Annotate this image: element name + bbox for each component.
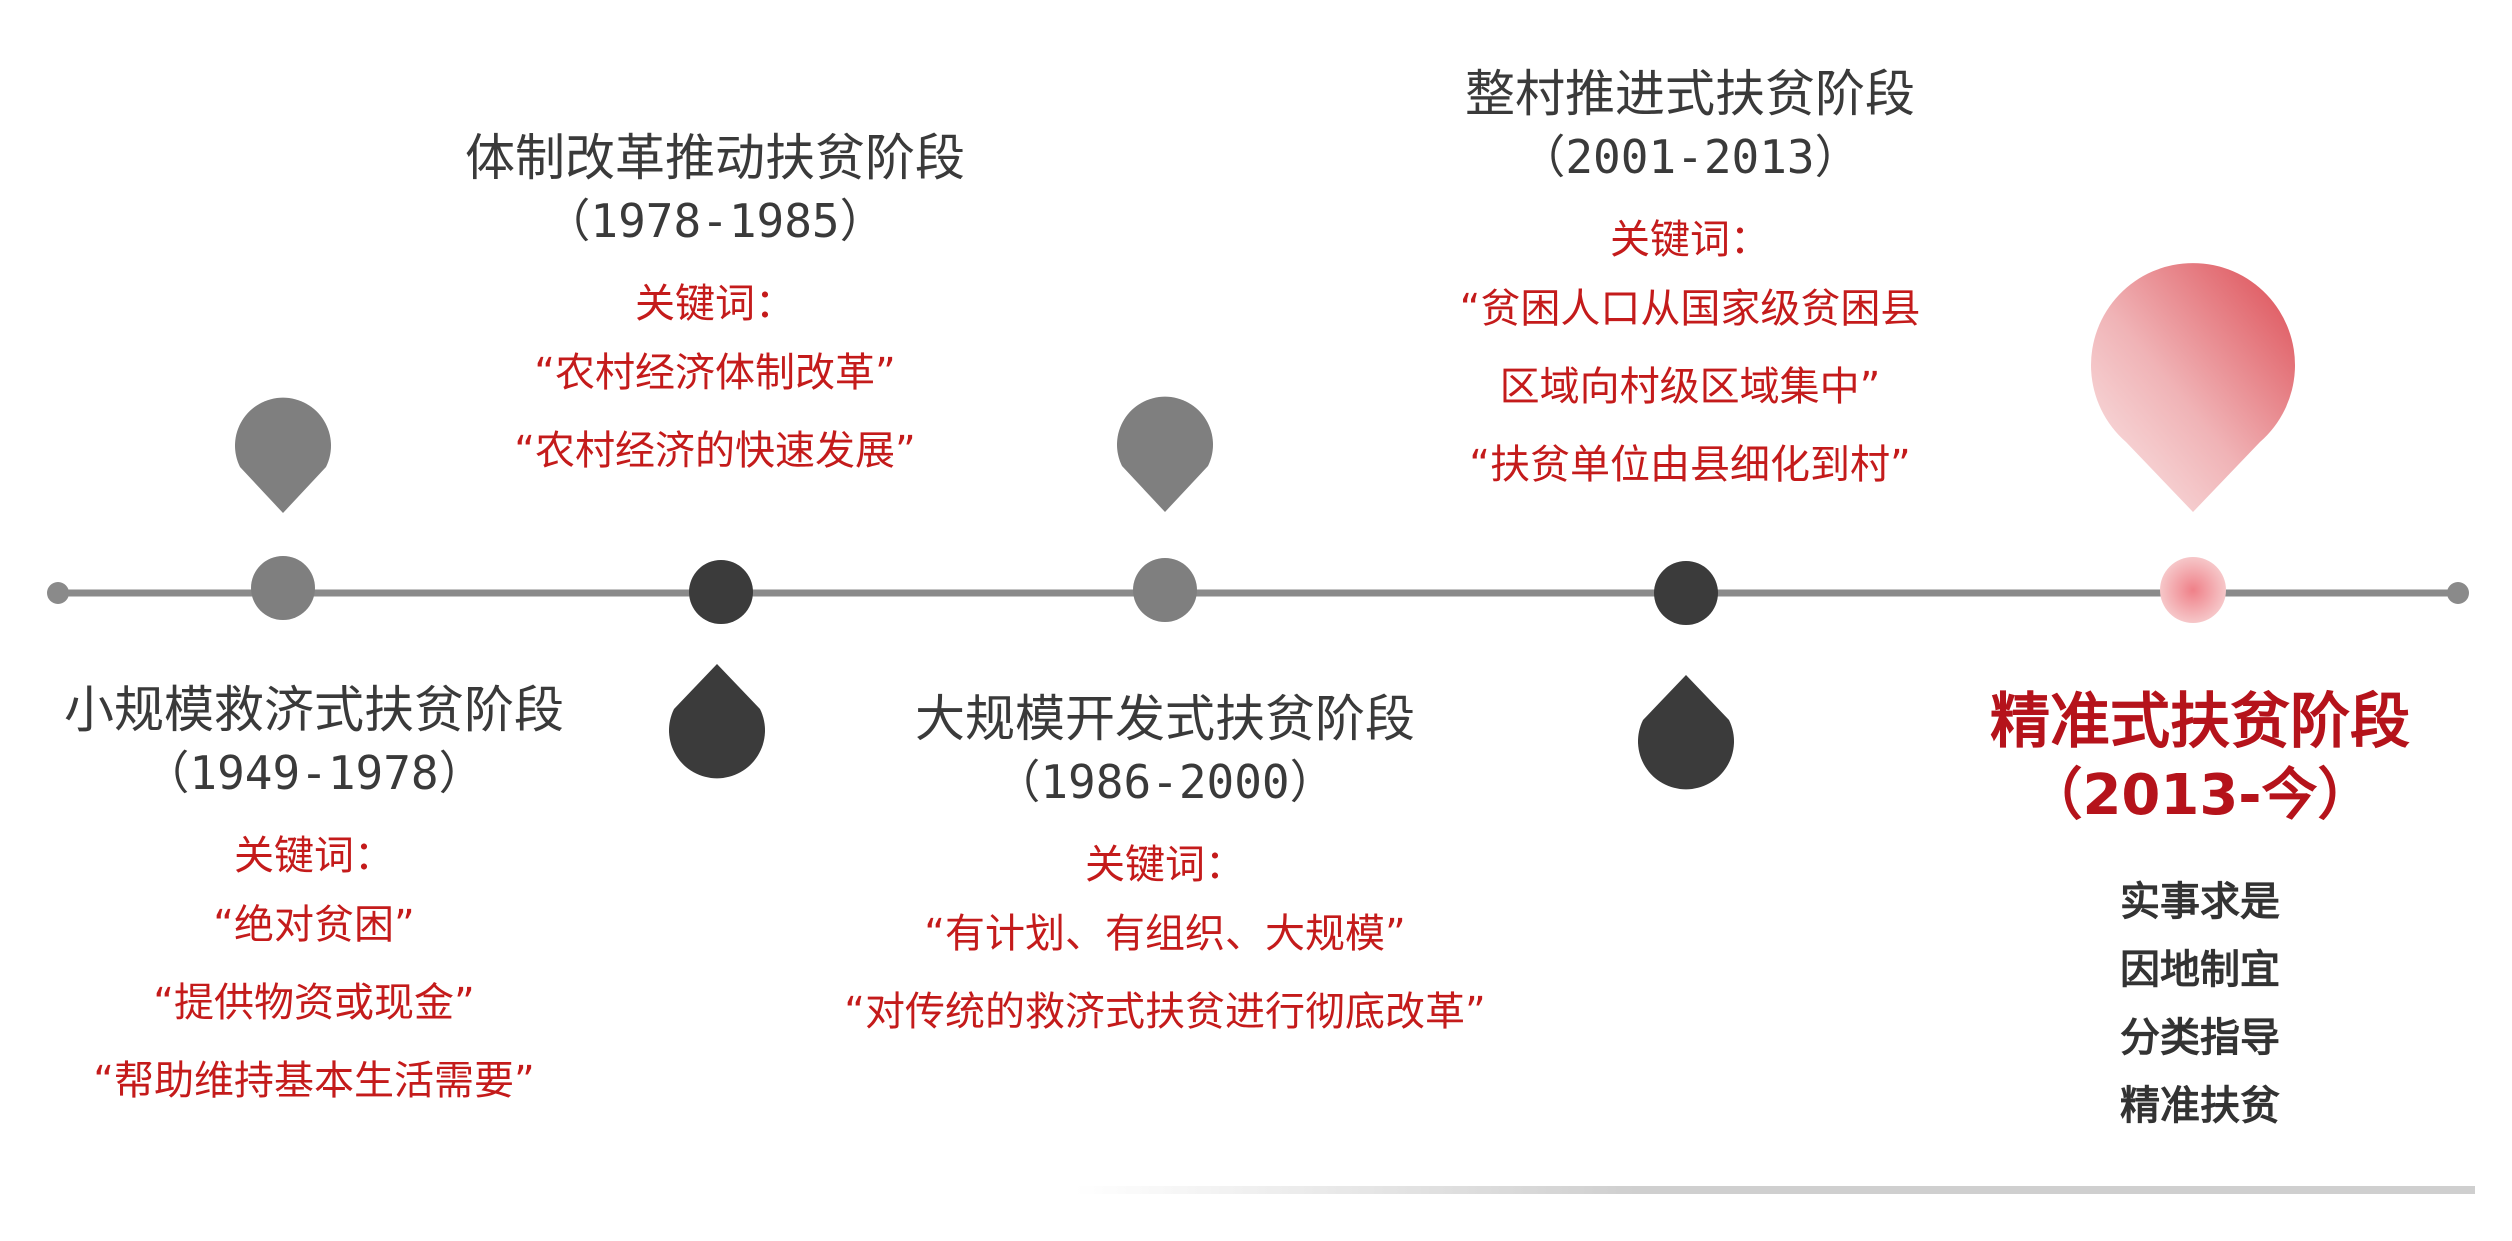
stage-1-keyword: “绝对贫困”: [213, 902, 415, 948]
stage-4: 整村推进式扶贫阶段 （2001-2013） 关键词： “贫困人口从国家级贫困县 …: [1460, 62, 1921, 504]
stage-1: 小规模救济式扶贫阶段 （1949-1978） 关键词： “绝对贫困” “提供物资…: [64, 678, 564, 1120]
stage-5: 精准式扶贫阶段 （2013-今） 实事求是 因地制宜 分类指导 精准扶贫: [1990, 684, 2410, 1140]
timeline-node-2: [689, 560, 753, 624]
timeline-node-4: [1654, 561, 1718, 625]
location-pin-icon-3: [1117, 396, 1213, 512]
location-pin-icon-1: [235, 397, 331, 513]
stage-1-keyword: “帮助维持基本生活需要”: [93, 1058, 535, 1104]
stage-2-keyword-label: 关键词：: [635, 281, 795, 327]
stage-3-period: （1986-2000）: [994, 755, 1336, 809]
stage-1-period: （1949-1978）: [143, 746, 485, 800]
stage-5-period: （2013-今）: [2026, 763, 2374, 828]
stage-4-period: （2001-2013）: [1519, 130, 1861, 184]
timeline-node-3: [1133, 558, 1197, 622]
axis-end-dot: [2447, 582, 2469, 604]
stage-4-keyword: “贫困人口从国家级贫困县: [1459, 286, 1921, 332]
water-drop-icon-4: [1637, 675, 1734, 790]
stage-5-title: 精准式扶贫阶段: [1990, 687, 2410, 757]
stage-2-title: 体制改革推动扶贫阶段: [465, 129, 965, 187]
stage-1-title: 小规模救济式扶贫阶段: [64, 681, 564, 739]
stage-5-principles: 实事求是 因地制宜 分类指导 精准扶贫: [1990, 868, 2410, 1140]
stage-3: 大规模开发式扶贫阶段 （1986-2000） 关键词： “有计划、有组织、大规模…: [844, 687, 1485, 1051]
stage-5-principle: 分类指导: [2120, 1015, 2280, 1061]
stage-5-principle: 实事求是: [2120, 879, 2280, 925]
stage-1-keyword: “提供物资或现金”: [153, 980, 475, 1026]
stage-4-keyword-label: 关键词：: [1609, 217, 1770, 263]
stage-3-keyword: “有计划、有组织、大规模”: [924, 911, 1406, 957]
stage-3-title: 大规模开发式扶贫阶段: [914, 690, 1415, 748]
stage-4-keyword: “扶贫单位由县细化到村”: [1469, 442, 1911, 488]
stage-2: 体制改革推动扶贫阶段 （1978-1985） 关键词： “农村经济体制改革” “…: [465, 126, 965, 490]
stage-5-principle: 因地制宜: [2120, 947, 2280, 993]
axis-start-dot: [47, 582, 69, 604]
stage-3-keyword-label: 关键词：: [1084, 842, 1245, 888]
stage-2-keyword: “农村经济体制改革”: [534, 350, 896, 396]
stage-5-principle: 精准扶贫: [2120, 1083, 2280, 1129]
water-drop-icon-2: [669, 664, 765, 779]
footer-divider: [1075, 1186, 2475, 1194]
location-pin-icon-5: [2091, 263, 2295, 512]
timeline-node-1: [251, 556, 315, 620]
stage-2-keyword: “农村经济的快速发展”: [514, 428, 916, 474]
stage-1-keyword-label: 关键词：: [234, 833, 394, 879]
stage-2-period: （1978-1985）: [544, 194, 886, 248]
stage-4-keyword: 区域向村级区域集中”: [1499, 364, 1881, 410]
stage-3-keyword: “对传统的救济式扶贫进行彻底改革”: [844, 989, 1486, 1035]
stage-4-title: 整村推进式扶贫阶段: [1464, 65, 1915, 123]
timeline-node-5: [2160, 557, 2226, 623]
